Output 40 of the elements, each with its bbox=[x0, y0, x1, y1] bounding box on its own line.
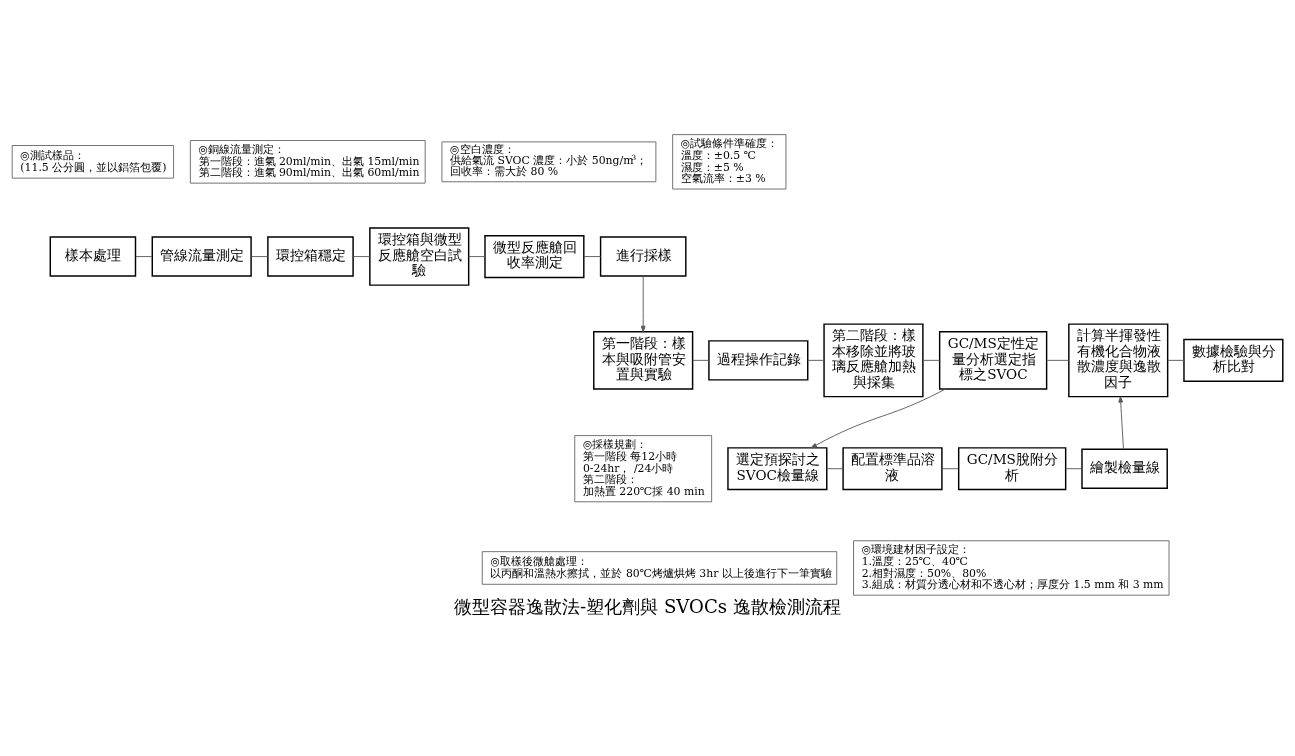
node-box: ◎測試樣品： (11.5 公分圓，並以鋁箔包覆) bbox=[11, 144, 175, 179]
node-box: 計算半揮發性有機化合物液散濃度與逸散因子 bbox=[1068, 322, 1169, 397]
connector bbox=[922, 359, 940, 361]
caption: 微型容器逸散法-塑化劑與 SVOCs 逸散檢測流程 bbox=[454, 595, 841, 617]
node-box: ◎試驗條件準確度： 溫度：±0.5 ℃ 濕度：±5 % 空氣流率：±3 % bbox=[672, 133, 787, 189]
arrow bbox=[640, 275, 646, 332]
connector bbox=[583, 255, 601, 257]
node-box: 選定預探討之SVOC檢量線 bbox=[727, 446, 828, 490]
connector bbox=[692, 359, 710, 361]
connector bbox=[250, 255, 269, 257]
connector bbox=[1065, 467, 1083, 469]
node-box: 管線流量測定 bbox=[151, 235, 252, 277]
connector bbox=[352, 255, 371, 257]
node-box: 第二階段：樣本移除並將玻璃反應艙加熱與採集 bbox=[823, 322, 924, 397]
node-box: 樣本處理 bbox=[49, 235, 137, 277]
node-box: 繪製檢量線 bbox=[1081, 448, 1168, 489]
node-box: 進行採樣 bbox=[599, 235, 687, 277]
node-box: ◎採樣規劃： 第一階段 每12小時 0-24hr， /24小時 第二階段： 加熱置 220℃採 40 min bbox=[574, 434, 713, 502]
connector bbox=[135, 255, 153, 257]
connector bbox=[468, 255, 486, 257]
connector bbox=[826, 467, 844, 469]
arrow bbox=[1118, 395, 1124, 450]
node-box: 環控箱與微型反應艙空白試驗 bbox=[369, 226, 470, 286]
node-box: GC/MS脫附分析 bbox=[957, 446, 1067, 490]
node-box: ◎銅線流量測定： 第一階段：進氣 20ml/min、出氣 15ml/min 第二階段：進氣 90ml/min、出氣 60ml/min bbox=[189, 139, 426, 184]
node-box: ◎環境建材因子設定： 1.溫度：25℃、40℃ 2.相對濕度：50%、80% 3.組成：材質分透心材和不透心材；厚度分 1.5 mm 和 3 mm bbox=[853, 539, 1170, 596]
node-box: 微型反應艙回收率測定 bbox=[484, 234, 585, 278]
connector bbox=[1046, 359, 1070, 361]
node-box: GC/MS定性定量分析選定指標之SVOC bbox=[938, 330, 1048, 390]
node-box: 過程操作記錄 bbox=[708, 339, 809, 381]
connector bbox=[807, 359, 825, 361]
connector bbox=[941, 467, 959, 469]
node-box: ◎取樣後微艙處理： 以丙酮和溫熱水擦拭，並於 80℃烤爐烘烤 3hr 以上後進行下一筆實驗 bbox=[481, 550, 838, 585]
node-box: ◎空白濃度： 供給氣流 SVOC 濃度：小於 50ng/m$^{3}$； 回收率：需大於 80 % bbox=[441, 140, 657, 182]
connector bbox=[1167, 359, 1185, 361]
node-box: 第一階段：樣本與吸附管安置與實驗 bbox=[593, 330, 694, 390]
node-box: 數據檢驗與分析比對 bbox=[1183, 338, 1284, 382]
node-box: 配置標準品溶液 bbox=[842, 446, 943, 490]
arrow bbox=[810, 388, 947, 448]
node-box: 環控箱穩定 bbox=[267, 235, 354, 277]
